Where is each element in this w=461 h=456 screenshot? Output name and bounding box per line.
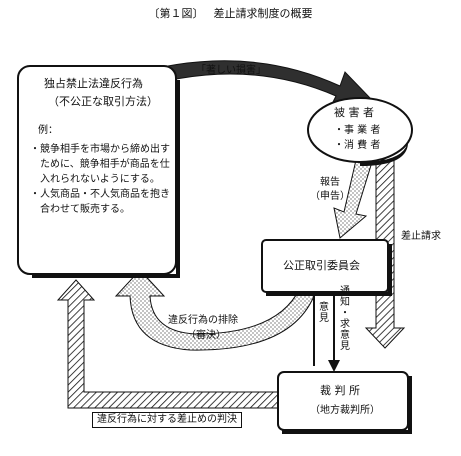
court-box-shadow-bottom	[282, 430, 412, 434]
court-box-shadow	[408, 376, 412, 434]
jftc-title: 公正取引委員会	[283, 259, 360, 272]
violation-title: 独占禁止法違反行為	[44, 77, 143, 90]
elimination-label: 違反行為の排除	[168, 315, 238, 326]
title-text: 差止請求制度の概要	[213, 7, 313, 20]
elimination-sub-label: （審決）	[186, 330, 226, 341]
diagram-title: 〔第１図〕差止請求制度の概要	[0, 8, 461, 19]
court-subtitle: （地方裁判所）	[310, 405, 380, 416]
violation-subtitle: （不公正な取引方法）	[48, 95, 158, 108]
figure-label: 〔第１図〕	[148, 7, 204, 20]
example-bullet: ・	[30, 144, 40, 155]
significant-damage-label: 「著しい損害」	[196, 65, 266, 76]
example-item: ・ 人気商品・不人気商品を抱き合わせて販売する。	[30, 187, 170, 217]
notice-char: 知	[340, 297, 350, 308]
opinion-char: 見	[319, 313, 329, 324]
example-item: ・ 競争相手を市場から締め出すために、競争相手が商品を仕入れられないようにする。	[30, 142, 170, 187]
court-title: 裁 判 所	[320, 384, 360, 397]
jftc-box-shadow	[388, 244, 392, 296]
report-label: 報告	[320, 177, 340, 188]
report-sub-label: （申告）	[310, 191, 350, 202]
victim-ellipse-shadow	[360, 140, 409, 166]
example-text: 競争相手を市場から締め出すために、競争相手が商品を仕入れられないようにする。	[40, 144, 170, 185]
injunction-ruling-label: 違反行為に対する差止めの判決	[92, 412, 242, 428]
notice-label: 通 知 ・ 求 意 見	[339, 286, 351, 352]
report-arrow	[333, 159, 373, 239]
victim-item-consumer: ・消 費 者	[334, 140, 381, 151]
victim-item-business: ・事 業 者	[334, 125, 381, 136]
jftc-box-shadow-bottom	[266, 292, 392, 296]
example-bullet: ・	[30, 189, 40, 200]
notice-char: 見	[340, 341, 350, 352]
opinion-label: 意 見	[318, 302, 330, 324]
notice-char: ・	[340, 308, 350, 319]
elimination-arrow	[114, 269, 315, 351]
court-box	[277, 371, 409, 431]
notice-char: 求	[340, 319, 350, 330]
victim-title: 被 害 者	[334, 106, 374, 119]
example-label: 例：	[38, 125, 58, 136]
opinion-char: 意	[319, 302, 329, 313]
example-text: 人気商品・不人気商品を抱き合わせて販売する。	[40, 189, 170, 215]
notice-arrowhead	[328, 360, 340, 372]
notice-char: 意	[340, 330, 350, 341]
violation-examples: ・ 競争相手を市場から締め出すために、競争相手が商品を仕入れられないようにする。…	[30, 142, 170, 217]
injunction-request-label: 差止請求	[398, 232, 444, 242]
notice-char: 通	[340, 286, 350, 297]
